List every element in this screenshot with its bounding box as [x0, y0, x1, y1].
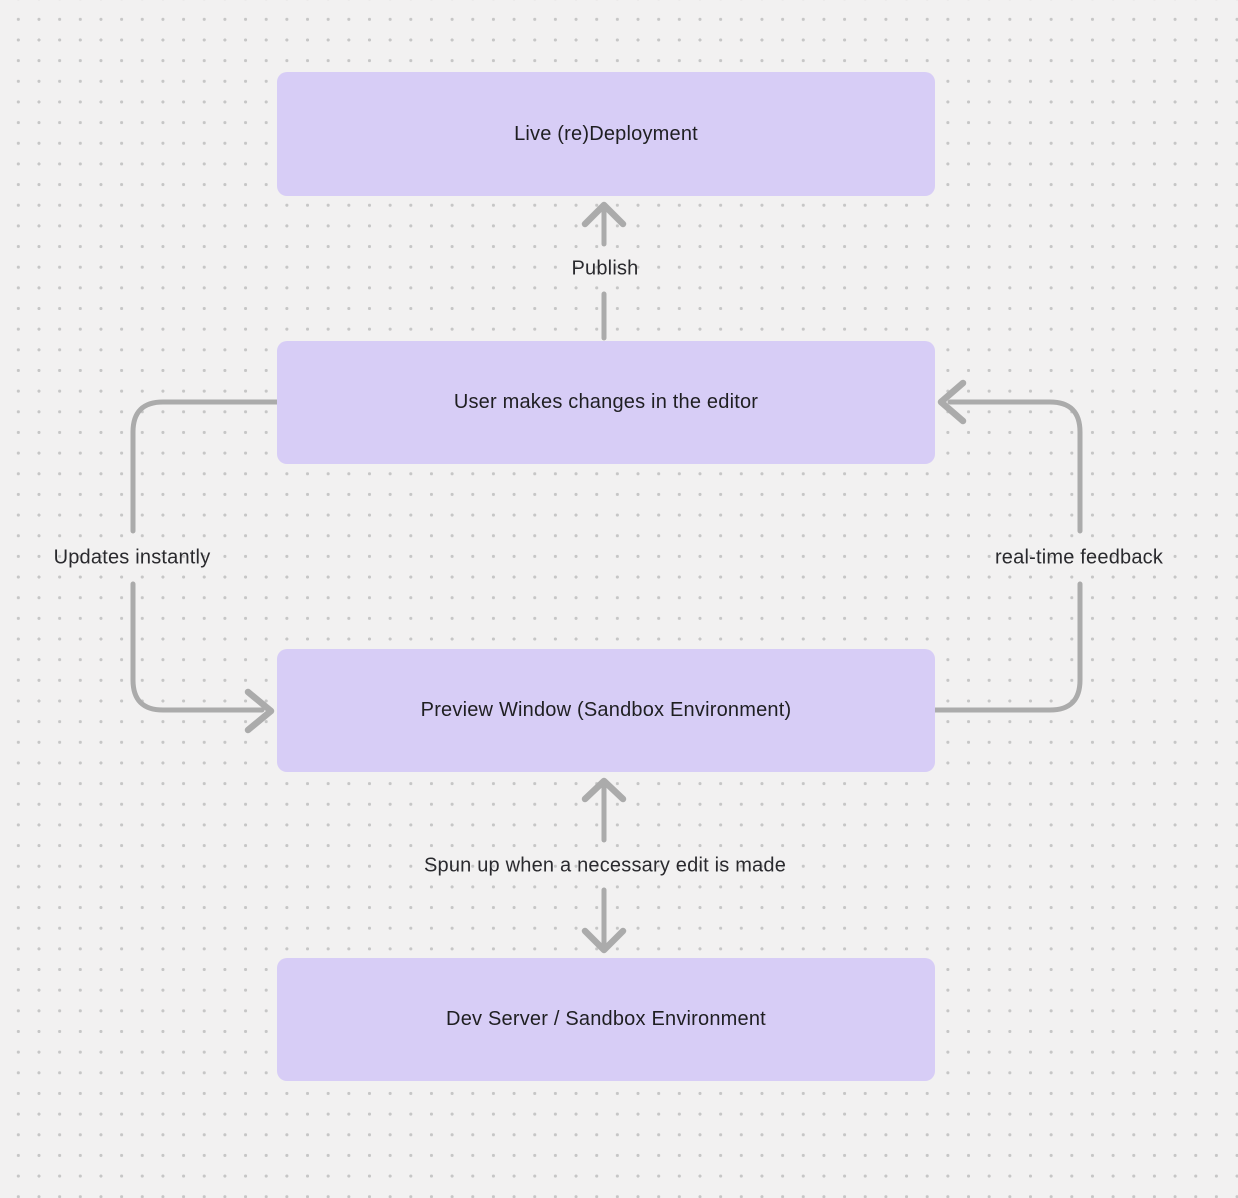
edge-label-realtime-feedback[interactable]: real-time feedback [994, 546, 1164, 569]
edge-label-spun-up[interactable]: Spun up when a necessary edit is made [423, 854, 787, 877]
node-preview-window[interactable]: Preview Window (Sandbox Environment) [277, 649, 935, 772]
arrow-stem [947, 399, 1083, 534]
arrow-publish[interactable] [581, 201, 627, 341]
arrow-up-icon [581, 201, 627, 228]
node-dev-server[interactable]: Dev Server / Sandbox Environment [277, 958, 935, 1081]
arrow-right-icon [244, 688, 275, 734]
edge-label-publish[interactable]: Publish [571, 257, 639, 280]
node-live-redeployment[interactable]: Live (re)Deployment [277, 72, 935, 196]
arrow-up-icon [581, 777, 627, 803]
arrow-updates-instantly[interactable] [130, 399, 280, 734]
arrow-stem [130, 581, 265, 713]
node-label: Dev Server / Sandbox Environment [446, 1008, 766, 1030]
node-label: User makes changes in the editor [453, 391, 759, 413]
arrow-spun-up[interactable] [581, 777, 627, 954]
arrow-down-icon [581, 927, 627, 954]
node-label: Live (re)Deployment [514, 122, 698, 145]
arrow-stem [130, 399, 280, 534]
arrow-left-icon [937, 379, 967, 425]
arrow-stem [932, 581, 1083, 713]
arrow-realtime-feedback[interactable] [932, 379, 1083, 713]
node-user-editor[interactable]: User makes changes in the editor [277, 341, 935, 464]
edge-label-updates-instantly[interactable]: Updates instantly [53, 546, 211, 569]
node-label: Preview Window (Sandbox Environment) [420, 699, 792, 721]
